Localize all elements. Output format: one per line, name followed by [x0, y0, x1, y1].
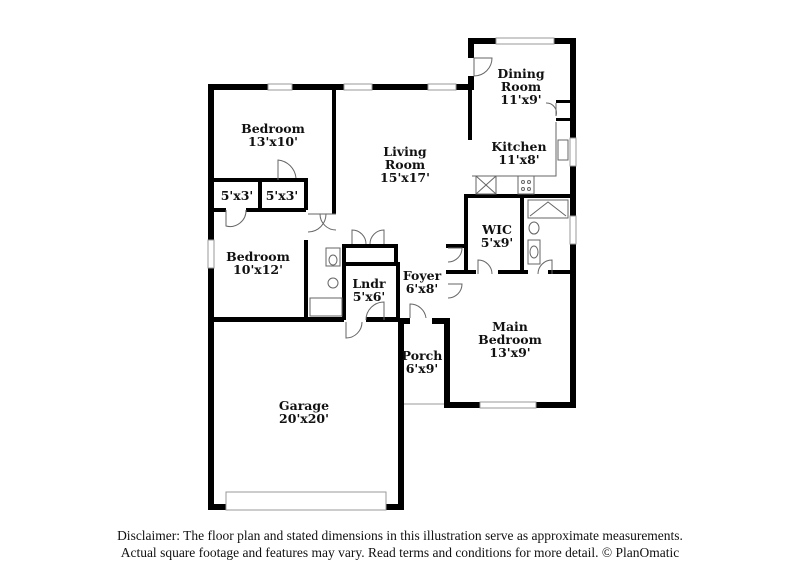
room-labels: Dining Room 11'x9' Kitchen 11'x8' Living…: [221, 66, 547, 426]
svg-text:Room: Room: [385, 157, 425, 172]
svg-text:20'x20': 20'x20': [279, 411, 329, 426]
svg-text:5'x3': 5'x3': [266, 188, 299, 203]
svg-text:11'x8': 11'x8': [498, 152, 539, 167]
disclaimer-line-1: Disclaimer: The floor plan and stated di…: [117, 528, 683, 543]
interior-walls: [214, 84, 576, 320]
svg-text:5'x6': 5'x6': [353, 289, 386, 304]
svg-text:10'x12': 10'x12': [233, 262, 283, 277]
svg-text:Garage: Garage: [279, 398, 329, 413]
svg-text:6'x9': 6'x9': [406, 361, 439, 376]
svg-text:13'x10': 13'x10': [248, 134, 298, 149]
svg-text:Dining: Dining: [497, 66, 545, 81]
exterior-walls: [208, 38, 576, 510]
svg-text:11'x9': 11'x9': [500, 92, 541, 107]
svg-text:13'x9': 13'x9': [489, 345, 530, 360]
svg-text:WIC: WIC: [481, 222, 512, 237]
svg-text:Room: Room: [501, 79, 541, 94]
disclaimer-line-2: Actual square footage and features may v…: [120, 545, 680, 560]
svg-text:Main: Main: [492, 319, 528, 334]
svg-text:Porch: Porch: [402, 348, 443, 363]
svg-text:Bedroom: Bedroom: [226, 249, 290, 264]
svg-text:Lndr: Lndr: [352, 276, 386, 291]
svg-text:15'x17': 15'x17': [380, 170, 430, 185]
svg-text:Bedroom: Bedroom: [478, 332, 542, 347]
svg-text:Kitchen: Kitchen: [491, 139, 546, 154]
svg-text:Foyer: Foyer: [403, 268, 442, 283]
svg-text:Bedroom: Bedroom: [241, 121, 305, 136]
windows: [207, 37, 577, 511]
svg-text:6'x8': 6'x8': [406, 281, 439, 296]
svg-text:Living: Living: [383, 144, 427, 159]
svg-text:5'x3': 5'x3': [221, 188, 254, 203]
svg-text:5'x9': 5'x9': [481, 235, 514, 250]
fixtures: [225, 57, 569, 339]
